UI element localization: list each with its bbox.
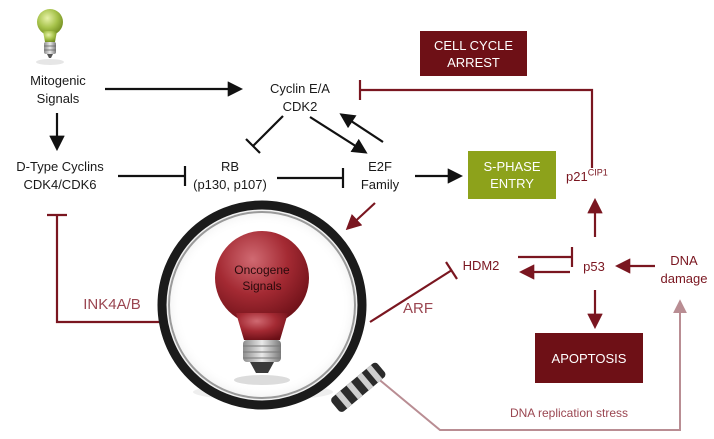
black-edges	[49, 81, 464, 184]
red-edges	[47, 80, 655, 330]
edge-oncogene-to-dna-damage	[369, 299, 687, 431]
hdm2-label: HDM2	[462, 258, 500, 273]
node-oncogene-signals: Oncogene Signals	[224, 262, 300, 294]
node-p53: p53	[574, 258, 614, 276]
node-cell-cycle-arrest: CELL CYCLE ARREST	[420, 31, 527, 76]
mitogenic-line-2: Signals	[36, 91, 80, 106]
node-apoptosis: APOPTOSIS	[535, 333, 643, 383]
ink4ab-text: INK4A/B	[83, 296, 141, 313]
edge-e2f-to-cyclin-ea	[339, 113, 384, 143]
apoptosis-label: APOPTOSIS	[551, 350, 627, 366]
s-phase-line-1: S-PHASE	[483, 159, 541, 174]
edge-e2f-to-oncogene	[345, 202, 376, 231]
inhibit-cyclin-ea-rb	[252, 115, 284, 147]
node-mitogenic-signals: Mitogenic Signals	[20, 72, 96, 108]
node-dna-damage: DNA damage	[655, 252, 713, 288]
inhibit-arf-hdm2	[369, 269, 453, 323]
p21-label: p21	[566, 169, 588, 184]
dna-damage-line-1: DNA	[670, 253, 698, 268]
cyclin-ea-line-2: CDK2	[282, 99, 318, 114]
oncogene-bulb-icon	[215, 231, 309, 385]
rb-line-1: RB	[220, 159, 240, 174]
node-p21: p21CIP1	[566, 168, 626, 186]
arrest-line-2: ARREST	[447, 54, 500, 70]
mitogenic-line-1: Mitogenic	[30, 73, 86, 88]
e2f-line-1: E2F	[368, 159, 392, 174]
node-dtype-cyclins: D-Type Cyclins CDK4/CDK6	[5, 158, 115, 194]
rb-line-2: (p130, p107)	[193, 177, 267, 192]
s-phase-line-2: ENTRY	[490, 176, 534, 191]
node-hdm2: HDM2	[456, 257, 506, 275]
arf-text: ARF	[403, 300, 433, 317]
node-s-phase-entry: S-PHASE ENTRY	[468, 151, 556, 199]
p21-superscript: CIP1	[587, 167, 608, 178]
node-rb: RB (p130, p107)	[185, 158, 275, 194]
node-e2f-family: E2F Family	[350, 158, 410, 194]
black-inhibitions	[118, 115, 345, 188]
oncogene-line-1: Oncogene	[234, 263, 290, 277]
dtype-line-1: D-Type Cyclins	[16, 159, 104, 174]
dna-replication-stress-text: DNA replication stress	[509, 406, 629, 420]
lightbulb-icon	[36, 9, 64, 65]
label-arf: ARF	[398, 300, 438, 318]
dna-damage-line-2: damage	[660, 271, 708, 286]
e2f-line-2: Family	[360, 177, 400, 192]
oncogene-line-2: Signals	[242, 279, 282, 293]
inhibit-p21-cyclin-ea	[360, 88, 594, 168]
arrest-line-1: CELL CYCLE	[434, 37, 513, 53]
p53-label: p53	[583, 259, 605, 274]
label-ink4ab: INK4A/B	[72, 296, 152, 314]
dtype-line-2: CDK4/CDK6	[23, 177, 97, 192]
label-dna-replication-stress: DNA replication stress	[484, 404, 654, 422]
node-cyclin-ea-cdk2: Cyclin E/A CDK2	[255, 80, 345, 116]
inhibit-ink4ab-dtype	[55, 215, 160, 324]
cyclin-ea-line-1: Cyclin E/A	[270, 81, 330, 96]
edge-cyclin-ea-to-e2f	[309, 116, 368, 154]
